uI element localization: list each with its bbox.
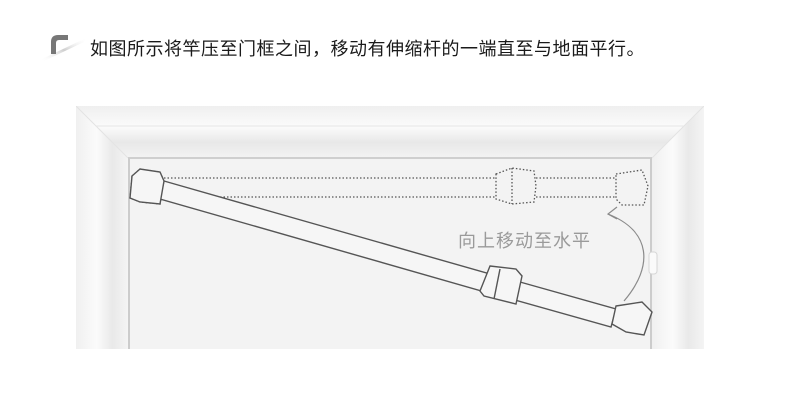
- hook-icon: [40, 35, 86, 61]
- move-to-level-caption: 向上移动至水平: [458, 231, 591, 252]
- door-frame-drawing: [76, 106, 704, 349]
- move-up-arrow: [607, 213, 645, 302]
- instruction-text: 如图所示将竿压至门框之间，移动有伸缩杆的一端直至与地面平行。: [90, 39, 645, 60]
- rod-current: [129, 168, 653, 336]
- instruction-header: 如图所示将竿压至门框之间，移动有伸缩杆的一端直至与地面平行。: [36, 30, 776, 64]
- door-frame-illustration: 向上移动至水平: [76, 106, 704, 349]
